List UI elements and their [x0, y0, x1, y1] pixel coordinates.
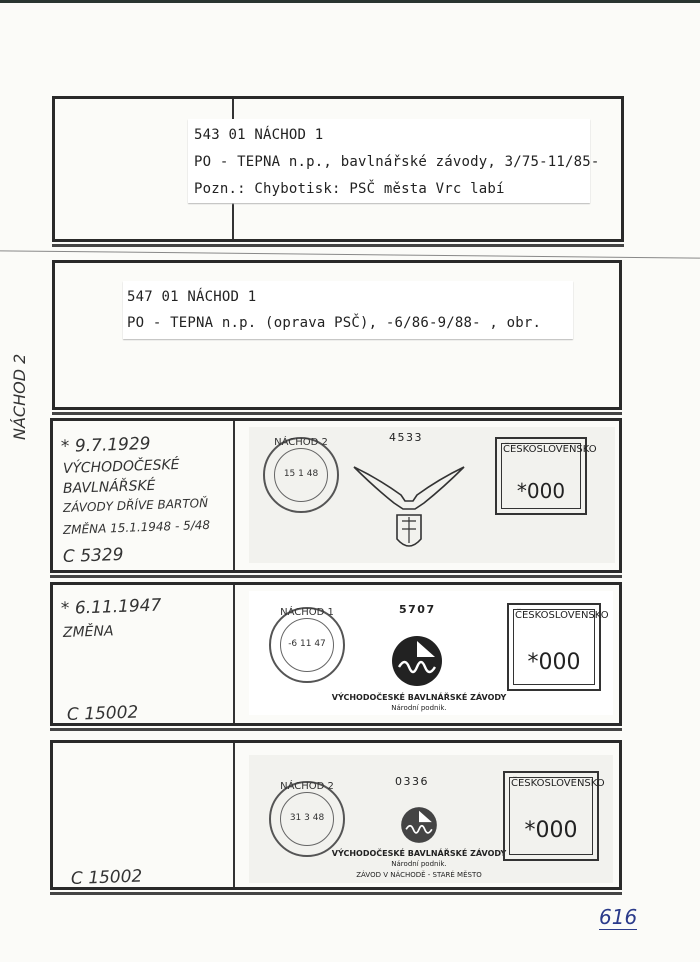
factory-emblem-icon [401, 807, 437, 843]
value-box-inner [501, 443, 581, 509]
firm-subtitle: Národní podnik. [391, 860, 447, 868]
postmark-town: NÁCHOD 1 [280, 607, 334, 618]
meter-value-box: ČESKOSLOVENSKO *000 [495, 437, 597, 515]
entry-label-2: 547 01 NÁCHOD 1 PO - TEPNA n.p. (oprava … [123, 281, 573, 339]
entry-frame-1: 543 01 NÁCHOD 1 PO - TEPNA n.p., bavlnář… [52, 96, 624, 247]
entry-label-1: 543 01 NÁCHOD 1 PO - TEPNA n.p., bavlnář… [188, 119, 599, 203]
eagle-emblem-icon [353, 466, 465, 547]
entry-frame-2: 547 01 NÁCHOD 1 PO - TEPNA n.p. (oprava … [52, 260, 622, 415]
postmark-date: 15 1 48 [283, 469, 319, 479]
meter-frame-2: * 6.11.1947 ZMĚNA C 15002 NÁCHOD 1 -6 11… [50, 582, 622, 731]
entry-1-line-3: Pozn.: Chybotisk: PSČ města Vrc labí [194, 181, 505, 197]
postmark-ring [280, 618, 334, 672]
postmark-ring [274, 448, 328, 502]
country-name: ČESKOSLOVENSKO [503, 444, 597, 455]
note-line: C 15002 [66, 702, 139, 725]
note-line: C 15002 [70, 866, 143, 889]
firm-subtitle: Národní podnik. [391, 704, 447, 712]
top-edge-line [0, 0, 700, 3]
postmark-date: 31 3 48 [289, 813, 325, 823]
postmark: NÁCHOD 2 31 3 48 [269, 781, 345, 857]
entry-2-line-1: 547 01 NÁCHOD 1 [127, 289, 257, 305]
firm-name: VÝCHODOČESKÉ BAVLNÁŘSKÉ ZÁVODY [331, 693, 507, 702]
note-line: ZÁVODY DŘÍVE BARTOŇ [62, 495, 209, 515]
meter-value: *000 [516, 479, 566, 503]
entry-2-line-2: PO - TEPNA n.p. (oprava PSČ), -6/86-9/88… [127, 315, 542, 331]
note-line: ZMĚNA [62, 623, 114, 641]
value-box-inner [509, 777, 593, 855]
frame-divider [233, 421, 235, 570]
firm-address: ZÁVOD V NÁCHODĚ - STARÉ MĚSTO [356, 871, 482, 879]
postmark-town: NÁCHOD 2 [280, 781, 334, 792]
meter-frame-3: C 15002 NÁCHOD 2 31 3 48 0336 VÝCHODOČES… [50, 740, 622, 895]
page-number: 616 [599, 905, 638, 930]
frame-divider [233, 743, 235, 887]
meter-value: *000 [527, 650, 581, 675]
meter-frame-1: * 9.7.1929 VÝCHODOČESKÉ BAVLNÁŘSKÉ ZÁVOD… [50, 418, 622, 578]
country-name: ČESKOSLOVENSKO [515, 610, 609, 621]
side-label: NÁCHOD 2 [10, 353, 29, 440]
note-line: * 9.7.1929 [60, 433, 151, 457]
meter-serial: 4533 [389, 431, 423, 444]
entry-1-line-1: 543 01 NÁCHOD 1 [194, 127, 324, 143]
postmark: NÁCHOD 2 15 1 48 [263, 437, 339, 513]
meter-value: *000 [524, 818, 578, 843]
meter-serial: 0336 [395, 775, 429, 788]
postmark: NÁCHOD 1 -6 11 47 [269, 607, 345, 683]
country-name: ČESKOSLOVENSKO [511, 778, 605, 789]
meter-stamp-2: NÁCHOD 1 -6 11 47 5707 VÝCHODOČESKÉ BAVL… [249, 591, 613, 715]
meter-value-box: ČESKOSLOVENSKO *000 [507, 603, 609, 691]
factory-emblem-icon [392, 636, 442, 686]
meter-stamp-3: NÁCHOD 2 31 3 48 0336 VÝCHODOČESKÉ BAVLN… [249, 755, 613, 883]
postmark-date: -6 11 47 [288, 639, 326, 649]
note-line: ZMĚNA 15.1.1948 - 5/48 [62, 517, 211, 537]
meter-serial: 5707 [399, 603, 436, 616]
meter-value-box: ČESKOSLOVENSKO *000 [503, 771, 605, 861]
scan-line [0, 250, 700, 259]
note-line: BAVLNÁŘSKÉ [62, 477, 156, 497]
note-line: VÝCHODOČESKÉ [62, 456, 180, 477]
firm-name: VÝCHODOČESKÉ BAVLNÁŘSKÉ ZÁVODY [331, 849, 507, 858]
value-box-inner [513, 609, 595, 685]
meter-stamp-1: NÁCHOD 2 15 1 48 4533 ČESKOSLOVENSKO *00… [249, 427, 615, 563]
postmark-town: NÁCHOD 2 [274, 437, 328, 448]
note-line: * 6.11.1947 [60, 595, 162, 619]
note-line: C 5329 [62, 544, 124, 567]
frame-divider [233, 585, 235, 723]
entry-1-line-2: PO - TEPNA n.p., bavlnářské závody, 3/75… [194, 154, 600, 170]
postmark-ring [280, 792, 334, 846]
